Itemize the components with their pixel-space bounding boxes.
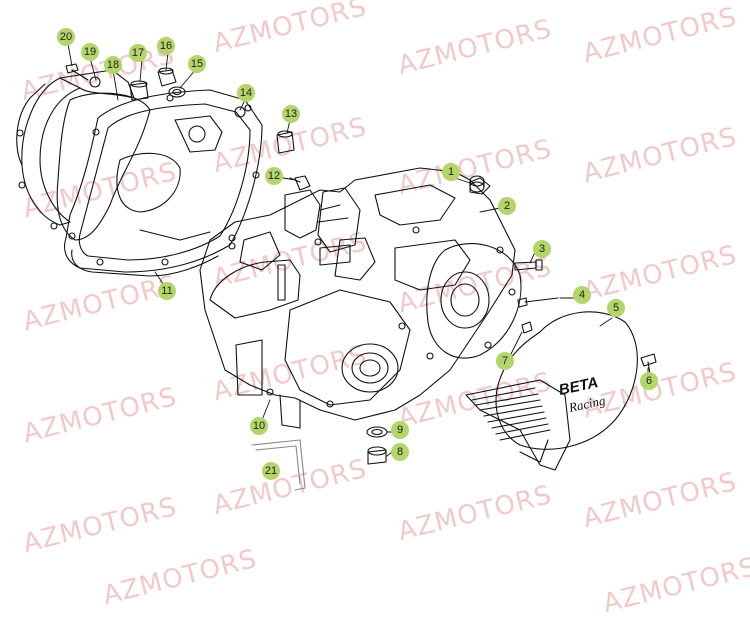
callout-10[interactable]: 10 (250, 417, 268, 435)
callout-18[interactable]: 18 (104, 56, 122, 74)
callout-13[interactable]: 13 (282, 105, 300, 123)
callout-7[interactable]: 7 (496, 352, 514, 370)
clutch-cover (63, 89, 263, 273)
gasket-11 (71, 249, 219, 277)
exploded-parts-diagram: AZMOTORS AZMOTORS AZMOTORS AZMOTORS AZMO… (16, 0, 750, 619)
callout-2[interactable]: 2 (498, 197, 516, 215)
leader-lines (67, 43, 649, 457)
cover-gasket (56, 92, 151, 241)
callout-14[interactable]: 14 (237, 84, 255, 102)
drain-plug (366, 426, 388, 465)
retaining-clip (251, 439, 306, 491)
callout-12[interactable]: 12 (265, 167, 283, 185)
callout-15[interactable]: 15 (188, 55, 206, 73)
callout-20[interactable]: 20 (57, 28, 75, 46)
callout-1[interactable]: 1 (442, 163, 460, 181)
ignition-cover (465, 311, 638, 471)
callout-11[interactable]: 11 (158, 282, 176, 300)
callout-16[interactable]: 16 (157, 37, 175, 55)
callout-9[interactable]: 9 (391, 421, 409, 439)
callout-21[interactable]: 21 (262, 462, 280, 480)
callout-8[interactable]: 8 (391, 443, 409, 461)
clutch-cover-outer (16, 69, 135, 230)
callout-3[interactable]: 3 (533, 240, 551, 258)
callout-19[interactable]: 19 (81, 43, 99, 61)
bushing (469, 175, 485, 193)
callout-5[interactable]: 5 (607, 299, 625, 317)
callout-6[interactable]: 6 (640, 372, 658, 390)
parts-drawing: BETA Racing (16, 43, 657, 491)
callout-4[interactable]: 4 (573, 286, 591, 304)
small-fasteners (65, 63, 311, 191)
callout-17[interactable]: 17 (129, 44, 147, 62)
cover-logo: BETA Racing (557, 374, 607, 415)
bolts (514, 259, 657, 375)
crankcase (199, 167, 522, 429)
